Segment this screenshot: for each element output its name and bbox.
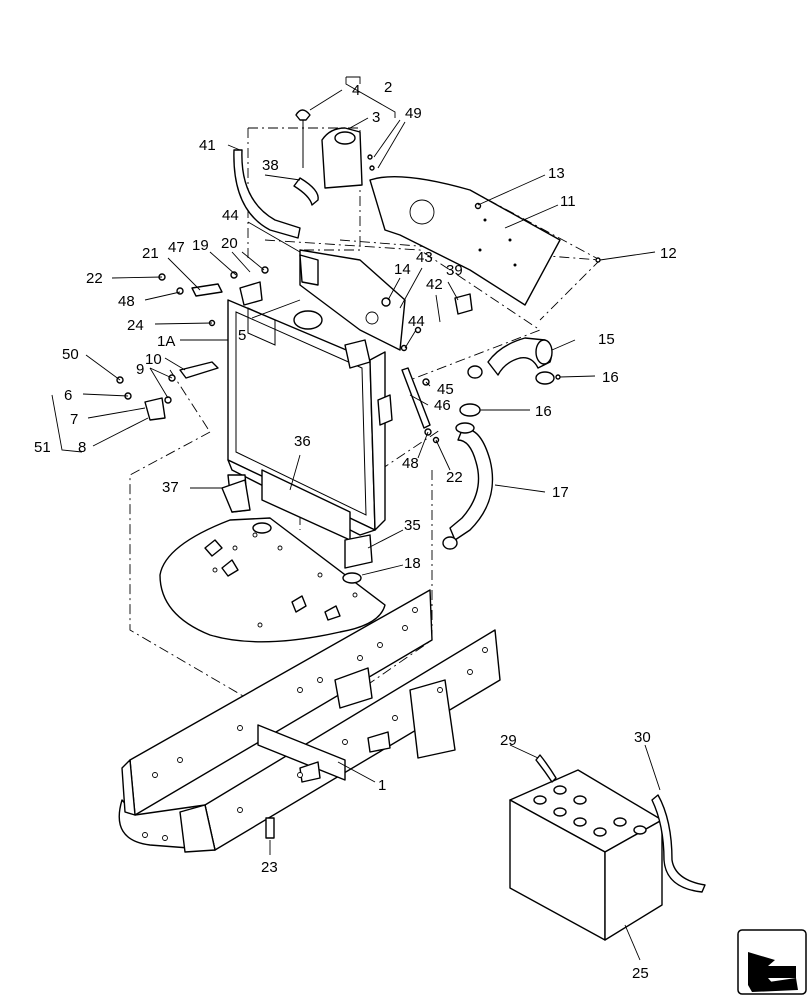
callout-42: 42 [426, 276, 443, 293]
callout-6: 6 [64, 387, 72, 404]
callout-20: 20 [221, 235, 238, 252]
callout-14: 14 [394, 261, 411, 278]
callout-25: 25 [632, 965, 649, 982]
callout-51: 51 [34, 439, 51, 456]
callout-44: 44 [222, 207, 239, 224]
callout-1: 1 [378, 777, 386, 794]
callout-48: 48 [118, 293, 135, 310]
leader-lines [51, 76, 661, 961]
callout-30: 30 [634, 729, 651, 746]
callout-23: 23 [261, 859, 278, 876]
callout-10: 10 [145, 351, 162, 368]
callout-43: 43 [416, 249, 433, 266]
callout-17: 17 [552, 484, 569, 501]
callout-37: 37 [162, 479, 179, 496]
callout-15: 15 [598, 331, 615, 348]
fan-shroud [299, 175, 561, 351]
callout-21: 21 [142, 245, 159, 262]
callout-36: 36 [294, 433, 311, 450]
callout-24: 24 [127, 317, 144, 334]
callout-labels: 4 2 3 49 41 38 13 11 12 44 21 47 19 20 1… [34, 79, 677, 982]
coolant-hoses [442, 337, 555, 550]
coolant-reservoir [295, 109, 363, 189]
callout-16: 16 [602, 369, 619, 386]
callout-22b: 22 [446, 469, 463, 486]
callout-39: 39 [446, 262, 463, 279]
brackets [144, 254, 473, 513]
callout-48b: 48 [402, 455, 419, 472]
callout-12: 12 [660, 245, 677, 262]
overflow-hoses [233, 149, 319, 239]
callout-5: 5 [238, 327, 246, 344]
callout-4: 4 [352, 82, 360, 99]
callout-7: 7 [70, 411, 78, 428]
callout-41: 41 [199, 137, 216, 154]
callout-47: 47 [168, 239, 185, 256]
callout-9: 9 [136, 361, 144, 378]
battery [509, 754, 706, 941]
callout-13: 13 [548, 165, 565, 182]
frame-rail [118, 589, 501, 853]
callout-44b: 44 [408, 313, 425, 330]
callout-49: 49 [405, 105, 422, 122]
callout-16b: 16 [535, 403, 552, 420]
callout-46: 46 [434, 397, 451, 414]
callout-1A: 1A [157, 333, 175, 350]
base-plate [159, 517, 386, 643]
callout-8: 8 [78, 439, 86, 456]
callout-50: 50 [62, 346, 79, 363]
callout-22: 22 [86, 270, 103, 287]
callout-3: 3 [372, 109, 380, 126]
callout-18: 18 [404, 555, 421, 572]
callout-29: 29 [500, 732, 517, 749]
callout-11: 11 [560, 193, 576, 210]
callout-35: 35 [404, 517, 421, 534]
callout-2: 2 [384, 79, 392, 96]
fasteners [116, 154, 601, 839]
callout-45: 45 [437, 381, 454, 398]
callout-38: 38 [262, 157, 279, 174]
next-page-arrow-icon[interactable] [737, 929, 807, 995]
callout-19: 19 [192, 237, 209, 254]
